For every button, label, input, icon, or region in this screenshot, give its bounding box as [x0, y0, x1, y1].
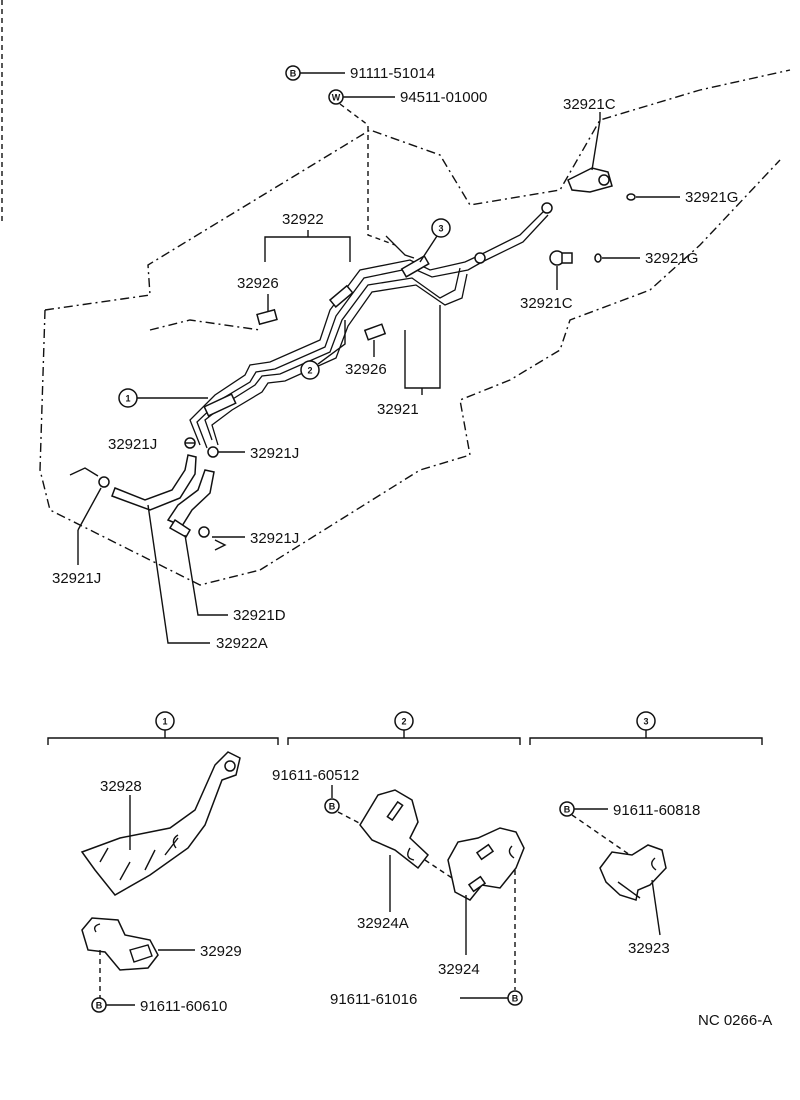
- hose-32926-mid: [363, 323, 387, 341]
- svg-text:B: B: [512, 994, 519, 1004]
- label-32921j-c: 32921J: [250, 530, 299, 547]
- label-32921c-mid: 32921C: [520, 295, 573, 312]
- bracket-32929: [81, 917, 159, 971]
- clamp-32924a: [359, 789, 430, 870]
- figure-code: NC 0266-A: [698, 1012, 772, 1029]
- label-32921j-b: 32921J: [250, 445, 299, 462]
- svg-text:3: 3: [643, 717, 648, 727]
- section-2-header: 2: [287, 711, 521, 745]
- svg-text:B: B: [96, 1001, 103, 1011]
- section2-dash: [424, 859, 456, 881]
- label-32923: 32923: [628, 940, 670, 957]
- clip-32921j-b: [207, 446, 219, 458]
- label-32926-left: 32926: [237, 275, 279, 292]
- label-32924a: 32924A: [357, 915, 409, 932]
- oil-cooler-tubes: [189, 202, 553, 449]
- hose-32922a: [111, 454, 197, 511]
- svg-text:W: W: [332, 93, 341, 103]
- section-3-header: 3: [529, 711, 763, 745]
- clamp-1: [203, 393, 237, 417]
- label-32928: 32928: [100, 778, 142, 795]
- svg-text:1: 1: [162, 717, 167, 727]
- clip-32921j-a: [184, 437, 196, 449]
- svg-text:3: 3: [438, 224, 443, 234]
- bolt-3-leader: [571, 814, 631, 856]
- washer-marker-top: W: [328, 89, 344, 105]
- label-32926-mid: 32926: [345, 361, 387, 378]
- label-32921j-a: 32921J: [108, 436, 157, 453]
- label-bolt-3: 91611-60818: [613, 802, 700, 819]
- label-32921g-mid: 32921G: [645, 250, 698, 267]
- label-32921g-top: 32921G: [685, 189, 738, 206]
- clamp-2: [328, 284, 354, 308]
- callout-2: 2: [300, 360, 320, 380]
- bolt-marker-2a: B: [324, 798, 340, 814]
- svg-text:2: 2: [401, 717, 406, 727]
- bracket-32924: [447, 827, 525, 901]
- bracket-32923: [599, 844, 667, 901]
- label-bolt-2b: 91611-61016: [330, 991, 417, 1008]
- bolt-marker-top: B: [285, 65, 301, 81]
- label-bolt-2a: 91611-60512: [272, 767, 359, 784]
- svg-text:B: B: [564, 805, 571, 815]
- bolt-marker-3: B: [559, 801, 575, 817]
- section-1-header: 1: [47, 711, 279, 745]
- label-32921d: 32921D: [233, 607, 286, 624]
- washer-leader: [339, 103, 396, 246]
- transmission-outline: [39, 69, 791, 586]
- label-32921j-d: 32921J: [52, 570, 101, 587]
- label-bolt-1: 91611-60610: [140, 998, 227, 1015]
- label-32929: 32929: [200, 943, 242, 960]
- union-32921c-top: [567, 167, 613, 193]
- clip-32921j-c: [198, 526, 227, 551]
- bracket-32928: [80, 751, 241, 896]
- svg-text:B: B: [329, 802, 336, 812]
- label-32921: 32921: [377, 401, 419, 418]
- bolt-marker-1: B: [91, 997, 107, 1013]
- bolt-marker-2b: B: [507, 990, 523, 1006]
- hose-32921d: [166, 469, 215, 539]
- clamp-3: [400, 255, 430, 278]
- callout-3: 3: [431, 218, 451, 238]
- gasket-32921g-top: [626, 193, 636, 201]
- label-bolt-top: 91111-51014: [350, 65, 435, 82]
- label-washer-top: 94511-01000: [400, 89, 487, 106]
- callout-1: 1: [118, 388, 138, 408]
- hose-32926-left: [256, 308, 278, 326]
- clip-32921j-d: [69, 467, 110, 488]
- gasket-32921g-mid: [594, 253, 602, 263]
- union-32921c-mid: [549, 250, 573, 266]
- svg-text:1: 1: [125, 394, 130, 404]
- svg-text:2: 2: [307, 366, 312, 376]
- label-32922: 32922: [282, 211, 324, 228]
- label-32921c-top: 32921C: [563, 96, 616, 113]
- svg-text:B: B: [290, 69, 297, 79]
- label-32924: 32924: [438, 961, 480, 978]
- label-32922a: 32922A: [216, 635, 268, 652]
